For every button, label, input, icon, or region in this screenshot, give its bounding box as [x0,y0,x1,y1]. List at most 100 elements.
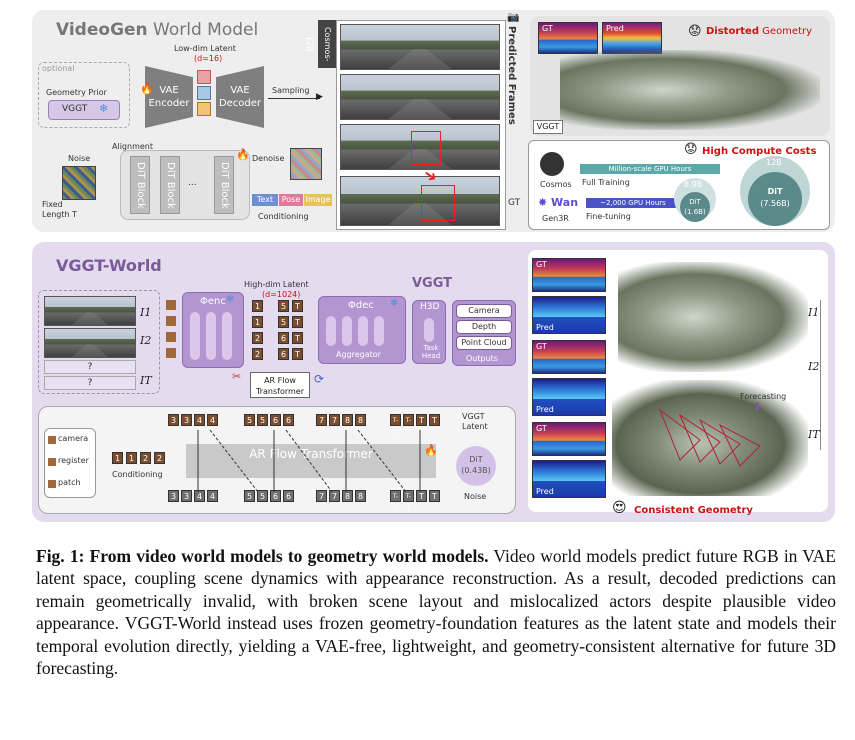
latent-token: T-1 [390,414,401,436]
depth-gt-3-label: GT [536,424,547,433]
noise-cube [62,166,96,200]
enc-bar-1 [190,312,200,360]
optional-box [38,62,130,128]
sampling-label: Sampling [272,86,310,95]
dit-block-2: DiT Block [160,156,180,214]
bubble-large-inner: DiT (7.56B) [748,172,802,226]
scissors-icon: ✂ [232,370,242,383]
legend-register-swatch [48,458,56,466]
latent-token: 3 [168,414,179,426]
happy-face-icon: 😍 [612,500,627,516]
sequence-label-1: I1 [808,306,820,319]
frame-label-1: I1 [140,306,152,319]
caption-body: Video world models predict future RGB in… [36,546,836,679]
fire-icon: 🔥 [140,82,154,95]
output-camera: Camera [456,304,512,318]
latent-token: T-1 [403,414,414,436]
noise-group-2: 5 5 6 6 [244,490,314,506]
noise-token: 4 [194,490,205,502]
legend-square-4 [166,348,176,358]
depth-pred-1-label: Pred [536,323,554,332]
legend-register: register [58,456,89,465]
snowflake-icon-dec: ❄ [390,298,399,309]
finetuning-label: Fine-tuning [586,212,631,221]
geometry-prior-label: Geometry Prior [46,88,107,97]
camera-icon: 📷 [507,12,520,23]
pred-frame-2 [340,74,500,120]
distorted-geometry-title: Distorted Geometry [706,26,812,37]
snowflake-icon: ❄ [99,102,109,115]
latent-token: 1 [252,300,263,312]
fire-icon-dit: 🔥 [236,148,250,161]
enc-bar-2 [206,312,216,360]
noise-group-3: 7 7 8 8 [316,490,386,506]
noise-label-2: Noise [464,492,487,501]
vae-encoder: VAE Encoder [145,66,193,128]
snowflake-icon-enc: ❄ [226,294,235,305]
conditioning-label: Conditioning [258,212,309,221]
input-frames-box [38,290,160,394]
distorted-depth-pred-label: Pred [606,24,624,33]
latent-token: T [292,300,303,312]
arrow-down-icon: ⬇ [752,400,763,414]
vae-encoder-label: VAE Encoder [148,85,190,109]
latent-token: 1 [252,316,263,328]
noise-token: 5 [244,490,255,502]
pred-frame-1 [340,24,500,70]
latent-token: 5 [278,316,289,328]
wan-label: Wan [551,196,579,209]
dit-badge-name: DiT [469,455,483,464]
depth-gt-2: GT [532,340,606,374]
legend-square-2 [166,316,176,326]
dit-block-1-label: DiT Block [135,161,146,209]
unknown-frame-2: ? [44,376,136,390]
latent-token: 4 [194,414,205,426]
latent-group-4: T-1 T-1 T T [390,414,460,436]
pred-highlight-box [411,131,441,165]
cond-tag-pose: Pose [279,194,303,206]
bubble-large-name: DiT [767,187,783,196]
unknown-frame-1: ? [44,360,136,374]
latent-token: T [292,348,303,360]
latent-token: T [416,414,427,426]
noise-token: 6 [270,490,281,502]
latent-group-1: 3 3 4 4 [168,414,238,430]
depth-gt-2-label: GT [536,342,547,351]
high-dim-latent-value: (d=1024) [262,290,301,299]
ar-flow-small: AR Flow Transformer [250,372,310,398]
depth-gt-3: GT [532,422,606,456]
dec-bar-3 [358,316,368,346]
vggt-label: VGGT [412,276,453,291]
distorted-depth-pred: Pred [602,22,662,54]
dit-block-2-label: DiT Block [165,161,176,209]
legend-square-3 [166,332,176,342]
cosmos-tag: Cosmos-12B [305,20,336,68]
noise-token: 3 [181,490,192,502]
vggt-latent-label: VGGT Latent [462,412,488,431]
cond-token: 1 [126,452,137,464]
fire-icon-ar: 🔥 [424,444,438,457]
noise-token: 6 [283,490,294,502]
latent-token: 8 [342,414,353,426]
latent-token: T [429,414,440,426]
refresh-icon: ⟳ [314,372,325,386]
full-training-label: Full Training [582,178,630,187]
bubble-small-inner: DiT (1.6B) [680,192,710,222]
task-head-label: Task Head [421,344,441,360]
low-dim-latent-value: (d=16) [194,54,223,63]
legend-camera-swatch [48,436,56,444]
noise-token: T [416,490,427,502]
cosmos-label: Cosmos [540,180,572,189]
noise-label: Noise [68,154,91,163]
h3d-label: H3D [420,302,440,312]
confused-face-icon: 😟 [688,24,702,39]
dec-bar-4 [374,316,384,346]
latent-token: 2 [252,332,263,344]
latent-token: 8 [355,414,366,426]
latent-group-3: 7 7 8 8 [316,414,386,430]
sad-face-icon: 😟 [684,142,698,157]
vggt-tag: VGGT [533,120,563,134]
depth-pred-3: Pred [532,460,606,498]
dec-bar-1 [326,316,336,346]
caption-title: From video world models to geometry worl… [84,546,489,566]
